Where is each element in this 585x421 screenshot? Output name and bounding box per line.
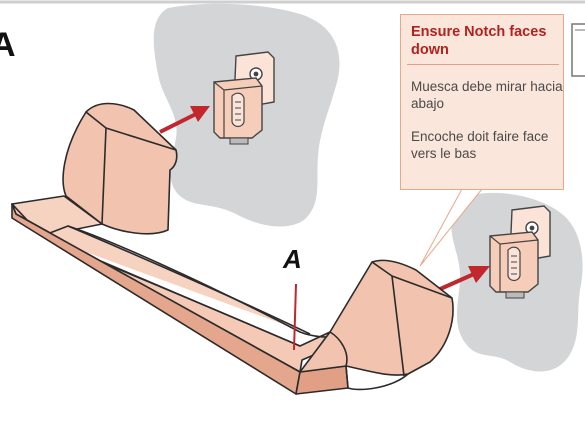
adjacent-panel-edge: [571, 23, 585, 77]
callout-text-french: Encoche doit faire face vers le bas: [411, 129, 549, 161]
callout-divider: [407, 64, 559, 65]
install-arrow-icon: [437, 266, 490, 292]
toilet-paper-holder-bar: [11, 102, 454, 395]
callout-text-spanish: Muesca debe mirar hacia abajo: [411, 79, 563, 111]
mounting-bracket-icon: [213, 51, 275, 145]
part-leader-line: [293, 283, 297, 351]
mounting-bracket-icon: [489, 205, 551, 299]
notch-orientation-callout: Ensure Notch faces down Muesca debe mira…: [400, 14, 564, 190]
callout-title: Ensure Notch faces down: [411, 24, 547, 58]
install-arrow-icon: [159, 106, 210, 134]
step-letter: A: [0, 26, 16, 64]
part-letter-label: A: [283, 244, 302, 274]
